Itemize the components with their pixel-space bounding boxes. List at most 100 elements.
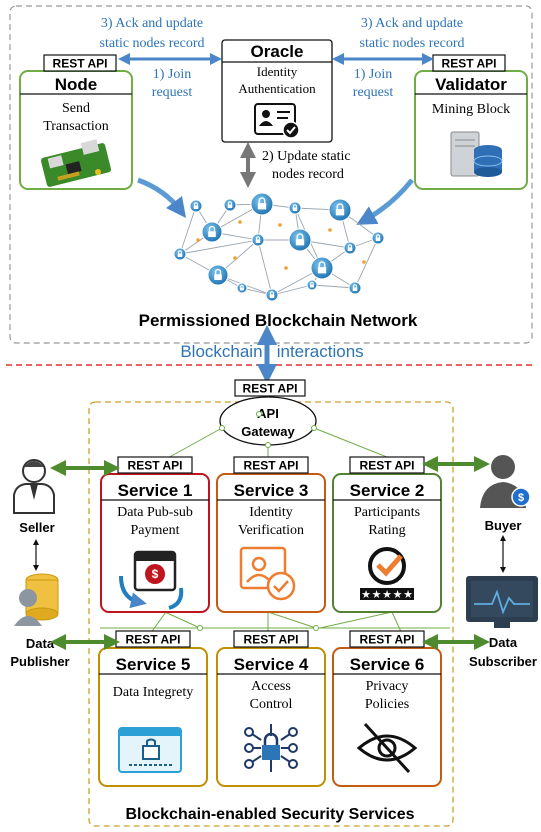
network-lock-node xyxy=(265,288,279,302)
validator-box[interactable]: REST API Validator Mining Block xyxy=(414,54,528,190)
raspberry-pi-icon xyxy=(40,139,112,187)
svg-text:★: ★ xyxy=(361,589,371,601)
network-lock-node xyxy=(288,228,312,252)
ack-right-line2: static nodes record xyxy=(360,36,465,51)
node-rest-api-tab xyxy=(43,54,117,72)
data-publisher-line2: Publisher xyxy=(10,654,69,669)
service-2-line2: Rating xyxy=(368,523,405,538)
network-lock-node xyxy=(288,201,302,215)
database-server-icon xyxy=(450,131,503,177)
identity-verification-icon xyxy=(239,546,296,601)
service-1-line2: Payment xyxy=(131,523,180,538)
service-3-rest-api-tab xyxy=(233,456,309,474)
id-card-verified-icon xyxy=(254,103,300,139)
update-line1: 2) Update static xyxy=(262,149,351,164)
service-2-line1: Participants xyxy=(354,505,420,520)
access-control-circuit-icon xyxy=(244,724,298,772)
service-3-rest-api-label: REST API xyxy=(244,459,299,473)
network-lock-node xyxy=(348,281,362,295)
blockchain-network-graph xyxy=(173,192,385,302)
buyer-actor[interactable]: $ Buyer xyxy=(480,455,531,533)
node-to-network-arrow xyxy=(137,177,187,218)
rating-check-icon: ★★★★★ xyxy=(360,547,414,601)
network-lock-node xyxy=(223,198,237,212)
api-gateway[interactable]: REST API API Gateway xyxy=(219,379,317,446)
network-lock-node xyxy=(371,231,385,245)
gateway-rest-api-label: REST API xyxy=(243,382,298,396)
blockchain-network-frame xyxy=(9,5,533,344)
buyer-dollar: $ xyxy=(518,492,524,504)
network-lock-node xyxy=(343,241,357,255)
oracle-desc-line1: Identity xyxy=(257,64,298,79)
service-4-rest-api-label: REST API xyxy=(244,633,299,647)
oracle-title: Oracle xyxy=(251,42,304,61)
join-left-line1: 1) Join xyxy=(153,67,192,82)
seller-actor[interactable]: Seller xyxy=(13,459,55,535)
svg-text:★: ★ xyxy=(403,589,413,601)
network-lock-node xyxy=(189,199,203,213)
service-1-rest-api-label: REST API xyxy=(128,459,183,473)
service-2-title: Service 2 xyxy=(350,481,425,500)
network-lock-node xyxy=(310,256,334,280)
ack-left-line1: 3) Ack and update xyxy=(101,16,203,31)
gateway-line1: API xyxy=(257,406,279,421)
validator-rest-api-label: REST API xyxy=(442,57,497,71)
service-4-title: Service 4 xyxy=(234,655,309,674)
data-publisher-line1: Data xyxy=(26,636,55,651)
gateway-line2: Gateway xyxy=(241,424,295,439)
svg-text:$: $ xyxy=(152,567,159,581)
calendar-payment-icon: $ xyxy=(119,550,184,610)
service-6-rest-api-label: REST API xyxy=(360,633,415,647)
node-box[interactable]: REST API Node Send Transaction xyxy=(19,54,133,190)
node-desc-line2: Transaction xyxy=(43,119,109,134)
oracle-desc-line2: Authentication xyxy=(238,81,316,96)
monitor-icon xyxy=(466,576,538,628)
service-5-line1: Data Integrety xyxy=(113,685,193,700)
data-subscriber-line2: Subscriber xyxy=(469,654,537,669)
service-1-title: Service 1 xyxy=(118,481,193,500)
service-3-line2: Verification xyxy=(238,523,304,538)
join-right-line2: request xyxy=(353,85,394,100)
security-services-title: Blockchain-enabled Security Services xyxy=(125,806,414,823)
validator-to-network-arrow xyxy=(356,178,414,225)
svg-text:★: ★ xyxy=(393,589,403,601)
network-lock-node xyxy=(173,247,187,261)
data-subscriber-actor[interactable]: Data Subscriber xyxy=(466,576,538,669)
join-right-line1: 1) Join xyxy=(354,67,393,82)
service-2-rest-api-label: REST API xyxy=(360,459,415,473)
svg-text:★: ★ xyxy=(382,589,392,601)
service-6-line2: Policies xyxy=(365,697,409,712)
buyer-icon: $ xyxy=(480,455,531,508)
seller-icon xyxy=(13,459,55,514)
service-4-line1: Access xyxy=(251,679,291,694)
network-lock-node xyxy=(207,264,229,286)
ack-left-line2: static nodes record xyxy=(100,36,205,51)
interaction-label: Blockchain interactions xyxy=(180,342,363,361)
data-publisher-actor[interactable]: Data Publisher xyxy=(10,573,70,669)
data-publisher-icon xyxy=(14,573,59,626)
data-subscriber-line1: Data xyxy=(489,635,518,650)
buyer-label: Buyer xyxy=(485,518,522,533)
oracle-box[interactable]: Oracle Identity Authentication xyxy=(221,39,333,143)
svg-text:★: ★ xyxy=(372,589,382,601)
service-3-line1: Identity xyxy=(249,505,293,520)
network-lock-node xyxy=(306,279,318,291)
service-5-title: Service 5 xyxy=(116,655,191,674)
gateway-rest-api-tab xyxy=(234,379,306,397)
service-1-line1: Data Pub-sub xyxy=(117,505,193,520)
node-desc-line1: Send xyxy=(62,101,90,116)
service-4-rest-api-tab xyxy=(233,630,309,648)
network-lock-node xyxy=(328,198,352,222)
join-left-line2: request xyxy=(152,85,193,100)
service-6-line1: Privacy xyxy=(366,679,409,694)
validator-desc: Mining Block xyxy=(432,102,510,117)
service-6-title: Service 6 xyxy=(350,655,425,674)
node-title: Node xyxy=(55,75,98,94)
network-lock-node xyxy=(250,192,274,216)
